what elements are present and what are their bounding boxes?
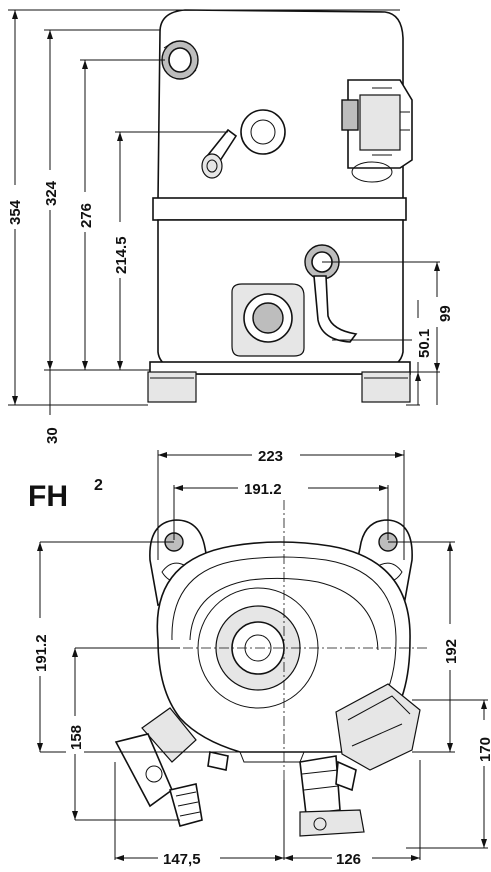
bottom-tube bbox=[239, 751, 305, 763]
right-foot bbox=[361, 371, 411, 403]
dim-126-label: 126 bbox=[336, 851, 361, 868]
dim-276: 276 bbox=[76, 60, 95, 370]
top-view: 223 191.2 191.2 158 192 bbox=[31, 445, 491, 868]
compressor-base bbox=[149, 361, 411, 375]
dim-170: 170 bbox=[475, 700, 491, 848]
dim-276-label: 276 bbox=[78, 203, 95, 228]
model-label-superscript: 2 bbox=[94, 477, 103, 494]
terminal-box bbox=[341, 79, 413, 183]
dim-191-2-horizontal-label: 191.2 bbox=[244, 481, 282, 498]
dim-192: 192 bbox=[441, 542, 460, 752]
dim-99-label: 99 bbox=[437, 305, 454, 322]
model-label-text: FH bbox=[28, 480, 68, 513]
dim-158: 158 bbox=[66, 648, 85, 820]
side-boss bbox=[240, 109, 286, 155]
discharge-valve bbox=[299, 755, 365, 837]
dim-30: 30 bbox=[41, 370, 61, 446]
dim-126: 126 bbox=[284, 848, 420, 868]
discharge-tube bbox=[313, 275, 358, 343]
dim-354-label: 354 bbox=[7, 199, 24, 225]
dim-192-label: 192 bbox=[443, 639, 460, 664]
dim-214-5: 214.5 bbox=[111, 132, 130, 370]
dim-147-5-label: 147,5 bbox=[163, 851, 201, 868]
dim-50-1: 50.1 bbox=[412, 300, 433, 405]
dim-191-2-vertical-label: 191.2 bbox=[33, 634, 50, 672]
dim-223-label: 223 bbox=[258, 448, 283, 465]
small-stub bbox=[207, 751, 229, 771]
left-foot bbox=[147, 371, 197, 403]
dim-158-label: 158 bbox=[68, 725, 85, 750]
dim-354: 354 bbox=[6, 10, 24, 405]
dim-191-2-vertical: 191.2 bbox=[31, 542, 50, 752]
dim-30-label: 30 bbox=[44, 427, 61, 444]
compressor-mid-band bbox=[152, 197, 407, 221]
dim-191-2-horizontal: 191.2 bbox=[174, 478, 388, 498]
dim-170-label: 170 bbox=[477, 737, 491, 762]
top-left-port bbox=[161, 40, 199, 80]
dim-147-5: 147,5 bbox=[115, 848, 284, 868]
dim-223: 223 bbox=[158, 445, 404, 465]
dim-50-1-label: 50.1 bbox=[416, 329, 433, 358]
dim-99: 99 bbox=[434, 262, 456, 405]
top-terminal-box bbox=[335, 683, 421, 771]
process-tube bbox=[201, 128, 238, 179]
lower-boss bbox=[231, 283, 305, 357]
model-label: FH 2 bbox=[28, 477, 103, 513]
dim-214-5-label: 214.5 bbox=[113, 236, 130, 274]
dim-324-label: 324 bbox=[43, 180, 60, 206]
dim-324: 324 bbox=[41, 30, 60, 370]
side-extension-lines bbox=[8, 9, 440, 415]
side-view: 354 324 276 214.5 99 bbox=[6, 9, 456, 446]
